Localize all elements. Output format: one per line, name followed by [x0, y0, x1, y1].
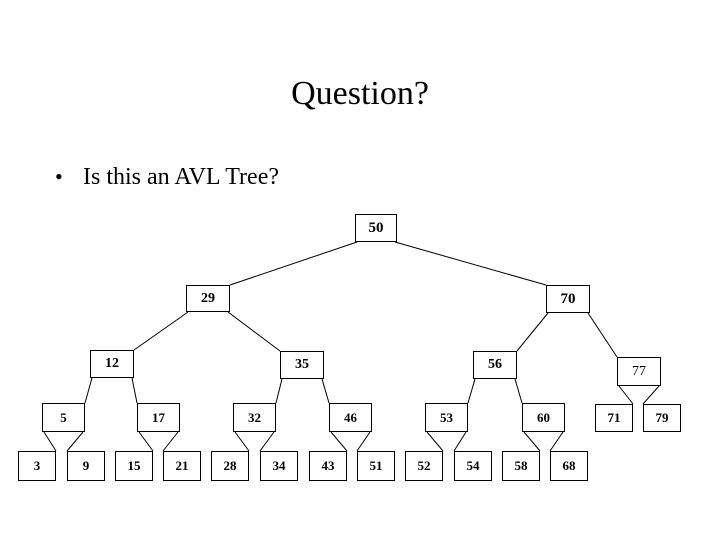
tree-node-5: 5: [42, 403, 85, 432]
tree-node-9: 9: [67, 451, 105, 481]
tree-node-50: 50: [355, 214, 397, 242]
tree-edge-53-52: [426, 431, 444, 452]
tree-edge-70-56: [516, 312, 549, 352]
tree-node-52: 52: [405, 451, 443, 481]
tree-edge-35-46: [321, 378, 330, 404]
tree-node-53: 53: [425, 403, 468, 432]
tree-node-21: 21: [163, 451, 201, 481]
tree-edge-32-34: [259, 431, 275, 452]
tree-node-58: 58: [502, 451, 540, 481]
tree-node-35: 35: [280, 351, 324, 379]
bullet-marker-icon: •: [55, 164, 63, 189]
tree-edge-53-54: [453, 431, 467, 452]
tree-edge-17-21: [162, 431, 179, 452]
tree-edge-32-28: [234, 431, 250, 452]
tree-node-32: 32: [233, 403, 276, 432]
tree-node-3: 3: [18, 451, 56, 481]
tree-edge-56-53: [467, 378, 476, 404]
tree-edge-60-58: [523, 431, 541, 452]
tree-node-70: 70: [546, 285, 590, 313]
tree-edge-12-17: [131, 377, 138, 404]
tree-node-43: 43: [309, 451, 347, 481]
tree-node-60: 60: [522, 403, 565, 432]
tree-edge-46-43: [330, 431, 348, 452]
tree-node-15: 15: [115, 451, 153, 481]
tree-node-12: 12: [90, 350, 134, 378]
tree-edge-5-3: [43, 431, 57, 452]
tree-edge-5-9: [66, 431, 84, 452]
tree-edge-46-51: [356, 431, 371, 452]
tree-node-54: 54: [454, 451, 492, 481]
tree-node-56: 56: [473, 351, 517, 379]
tree-edge-56-60: [514, 378, 523, 404]
tree-edge-12-5: [84, 377, 93, 404]
tree-node-71: 71: [595, 404, 633, 432]
tree-edge-77-79: [642, 385, 660, 405]
bullet-item: • Is this an AVL Tree?: [55, 162, 655, 192]
tree-node-34: 34: [260, 451, 298, 481]
tree-node-77: 77: [617, 357, 661, 386]
tree-node-29: 29: [186, 285, 230, 312]
tree-node-79: 79: [643, 404, 681, 432]
page-title: Question?: [291, 75, 429, 112]
tree-edge-60-68: [549, 431, 564, 452]
tree-node-28: 28: [211, 451, 249, 481]
tree-edge-35-32: [275, 378, 283, 404]
tree-node-51: 51: [357, 451, 395, 481]
tree-edge-29-35: [227, 311, 281, 352]
tree-edge-77-71: [618, 385, 634, 405]
tree-edge-29-12: [133, 311, 189, 351]
tree-node-46: 46: [329, 403, 372, 432]
tree-edge-17-15: [138, 431, 154, 452]
tree-edge-50-29: [229, 241, 358, 286]
tree-edge-70-77: [587, 312, 618, 358]
bullet-item-label: Is this an AVL Tree?: [83, 164, 280, 190]
tree-edge-50-70: [394, 241, 547, 286]
tree-node-68: 68: [550, 451, 588, 481]
tree-node-17: 17: [137, 403, 180, 432]
